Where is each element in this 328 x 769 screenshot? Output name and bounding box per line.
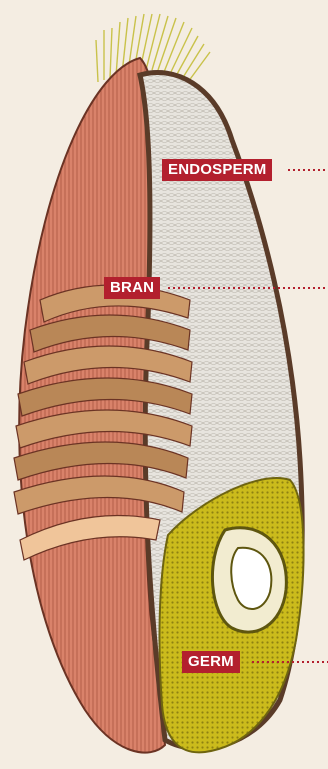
endosperm-label: ENDOSPERM bbox=[162, 159, 272, 181]
germ-label: GERM bbox=[182, 651, 240, 673]
bran-label: BRAN bbox=[104, 277, 160, 299]
